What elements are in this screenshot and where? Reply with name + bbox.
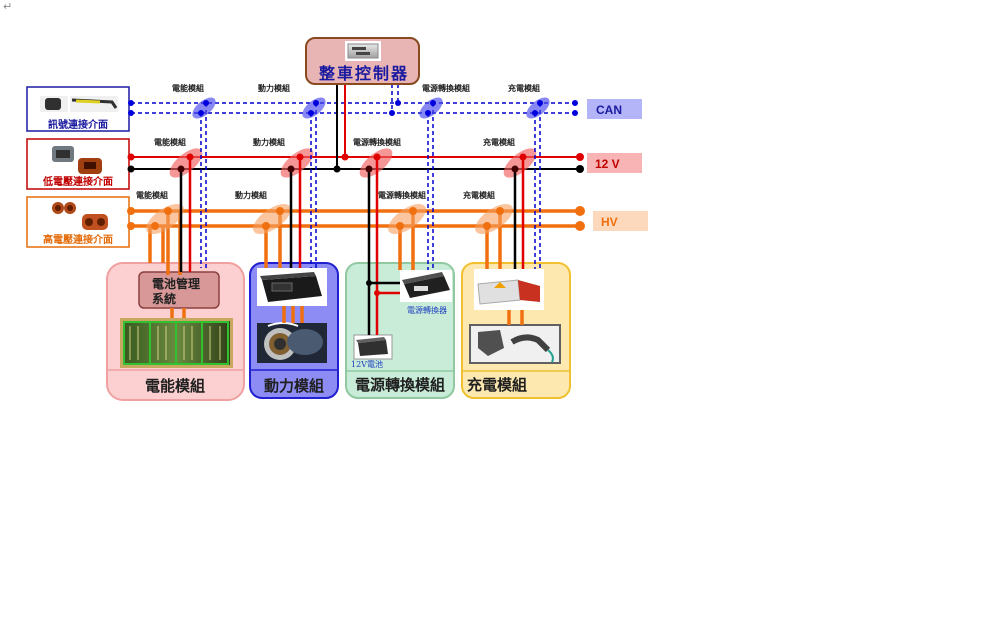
12v-tap-label-conv: 電源轉換模組 bbox=[353, 137, 401, 147]
paragraph-mark: ↵ bbox=[3, 0, 13, 13]
can-badge: CAN bbox=[587, 99, 642, 119]
hv-tap-ovals bbox=[146, 203, 513, 235]
can-tap-label-power: 動力模組 bbox=[258, 83, 290, 93]
controller-unit-image bbox=[345, 41, 381, 61]
module-power-title: 動力模組 bbox=[264, 377, 324, 395]
hv-tap-label-conv: 電源轉換模組 bbox=[378, 190, 426, 200]
hv-badge: HV bbox=[593, 211, 648, 231]
can-bus bbox=[128, 84, 578, 270]
12v-tap-label-charge: 充電模組 bbox=[483, 137, 515, 147]
high-voltage-interface-label: 高電壓連接介面 bbox=[43, 233, 113, 246]
bms-label-line1: 電池管理 bbox=[152, 276, 200, 291]
can-badge-label: CAN bbox=[596, 103, 622, 117]
motor-controller-image bbox=[257, 268, 327, 306]
12v-badge: 12 V bbox=[587, 153, 642, 173]
module-power: 動力模組 bbox=[249, 262, 339, 399]
low-voltage-interface-label: 低電壓連接介面 bbox=[42, 175, 113, 188]
12v-battery-label: 12V電池 bbox=[351, 359, 383, 369]
charging-plug-image bbox=[469, 324, 561, 364]
high-voltage-interface-box: 高電壓連接介面 bbox=[26, 196, 130, 248]
hv-badge-label: HV bbox=[601, 215, 618, 229]
hv-tap-label-power: 動力模組 bbox=[235, 190, 267, 200]
dc-converter-label: 電源轉換器 bbox=[407, 305, 447, 315]
battery-pack-image bbox=[120, 318, 233, 368]
hv-tap-label-charge: 充電模組 bbox=[463, 190, 495, 200]
module-charge: 充電模組 bbox=[461, 262, 571, 399]
signal-interface-label: 訊號連接介面 bbox=[48, 118, 108, 131]
12v-tap-label-energy: 電能模組 bbox=[154, 137, 186, 147]
bms-label-line2: 系統 bbox=[152, 291, 176, 306]
signal-interface-box: 訊號連接介面 bbox=[26, 86, 130, 132]
12v-badge-label: 12 V bbox=[595, 157, 620, 171]
dc-converter-image bbox=[400, 270, 452, 302]
module-conv-title: 電源轉換模組 bbox=[355, 376, 445, 394]
module-charge-title: 充電模組 bbox=[467, 376, 527, 394]
signal-connector-image bbox=[40, 96, 118, 112]
hv-nodes bbox=[127, 206, 585, 231]
12v-battery-image bbox=[353, 334, 393, 360]
high-voltage-connector-image bbox=[52, 202, 108, 230]
hv-tap-label-energy: 電能模組 bbox=[136, 190, 168, 200]
motor-image bbox=[257, 322, 327, 363]
can-tap-label-charge: 充電模組 bbox=[508, 83, 540, 93]
can-tap-label-energy: 電能模組 bbox=[172, 83, 204, 93]
low-voltage-connector-image bbox=[52, 146, 102, 174]
12v-bus bbox=[127, 148, 584, 335]
module-energy: 電池管理 系統 電能模組 bbox=[106, 262, 245, 401]
module-conv: 電源轉換器 12V電池 電源轉換模組 bbox=[345, 262, 455, 399]
module-energy-title: 電能模組 bbox=[145, 377, 205, 395]
can-tap-label-conv: 電源轉換模組 bbox=[422, 83, 470, 93]
12v-tap-label-power: 動力模組 bbox=[253, 137, 285, 147]
vcu-title: 整車控制器 bbox=[318, 64, 409, 83]
tap-labels: 電能模組 動力模組 電源轉換模組 充電模組 電能模組 動力模組 電源轉換模組 充… bbox=[136, 83, 540, 200]
vcu-box: 整車控制器 bbox=[305, 37, 420, 85]
low-voltage-interface-box: 低電壓連接介面 bbox=[26, 138, 130, 190]
onboard-charger-image bbox=[474, 269, 544, 310]
